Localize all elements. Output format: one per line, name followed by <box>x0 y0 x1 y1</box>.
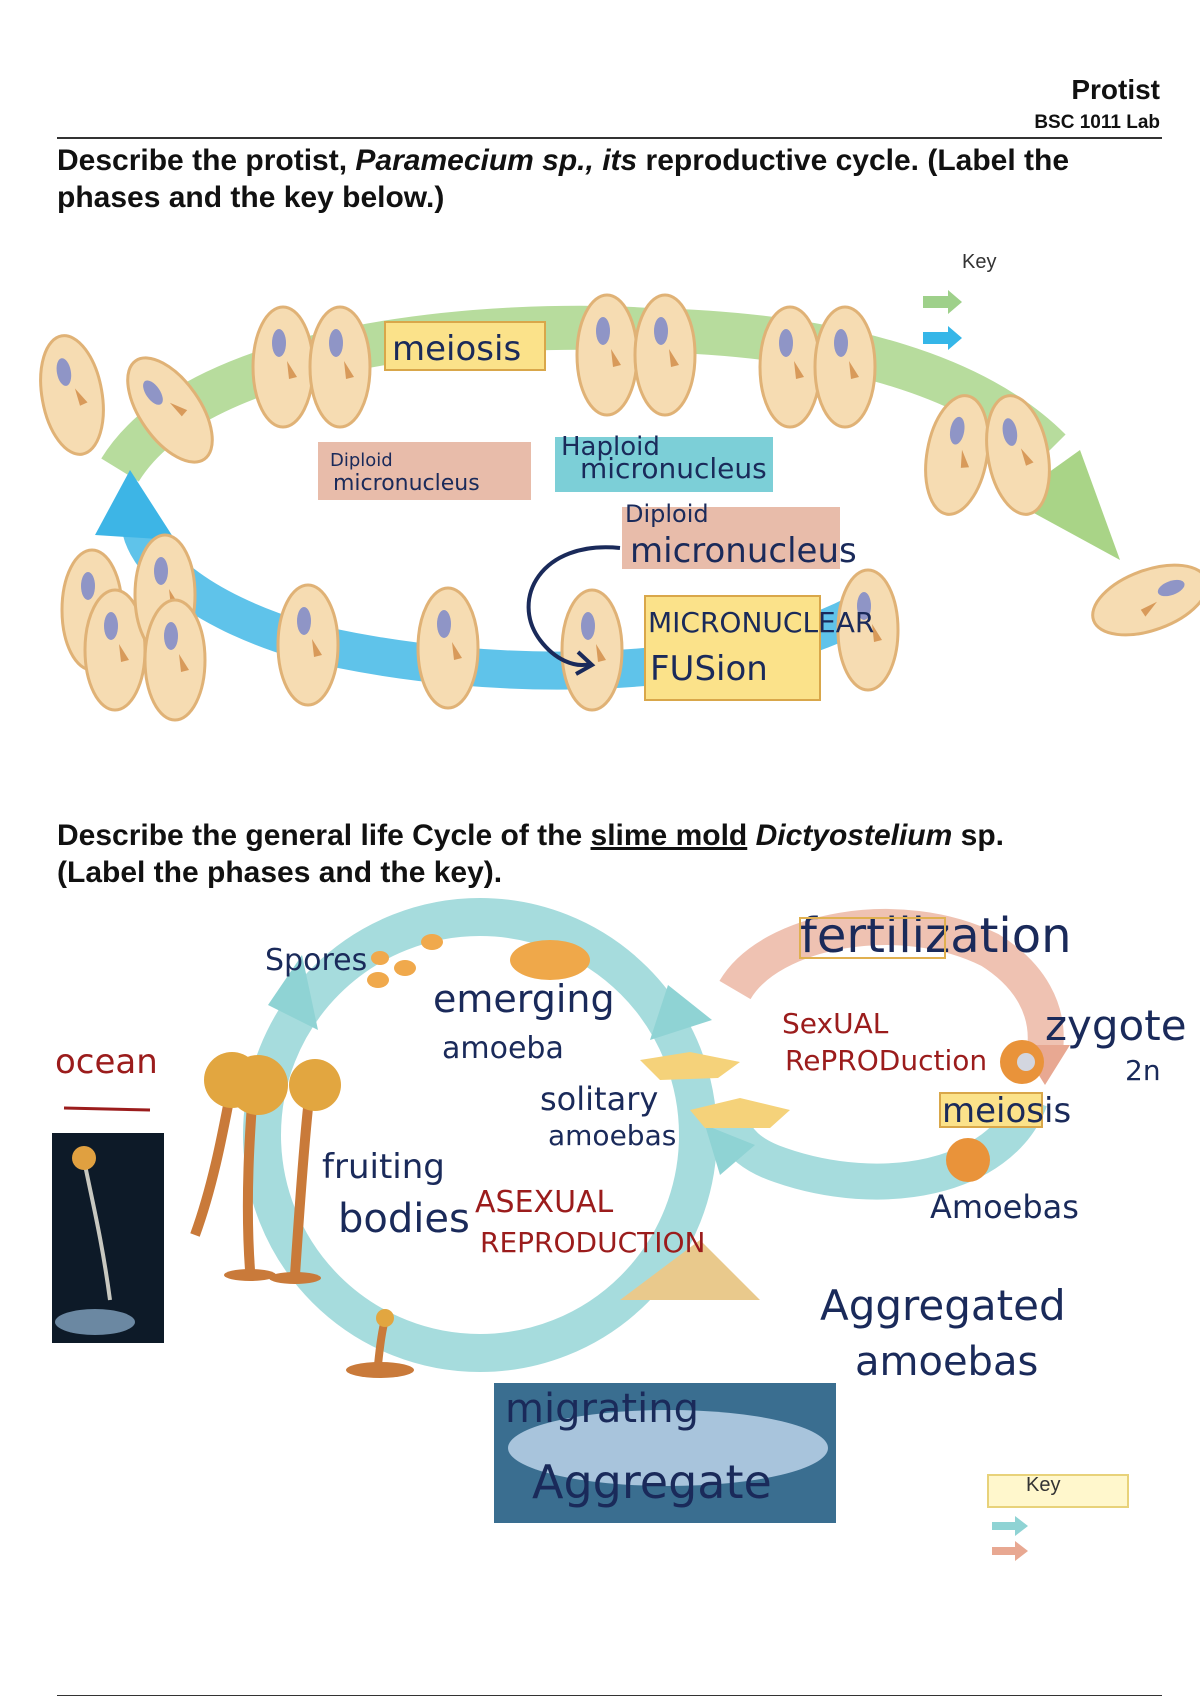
migrating-label: migrating <box>505 1386 699 1432</box>
ocean-label: ocean <box>55 1042 158 1082</box>
spores-cluster <box>367 934 443 988</box>
asexual-arrow-head-2 <box>650 985 712 1040</box>
diploid-label-2: Diploid <box>625 500 709 528</box>
diploid-label-1: Diploid <box>330 450 393 471</box>
paramecium-cell <box>575 293 639 417</box>
meiosis-label: meiosis <box>392 329 521 369</box>
fertilization-highlight <box>799 917 946 959</box>
haploid-box <box>555 437 773 492</box>
header-course: BSC 1011 Lab <box>1034 112 1160 133</box>
paramecium-cell <box>633 293 697 417</box>
green-arrow-head <box>1010 450 1120 560</box>
haploid-micronucleus-label: micronucleus <box>580 452 767 485</box>
ocean-photo-stalk <box>82 1159 112 1301</box>
emerging-label: emerging <box>433 977 615 1021</box>
paramecium-cell <box>758 305 822 429</box>
spores-label: Spores <box>265 943 367 978</box>
amoebas-label: Amoebas <box>930 1188 1079 1226</box>
sexual-arc-pink <box>719 909 1064 1053</box>
bottom-divider <box>57 1695 1162 1696</box>
meiosis-label-box <box>384 321 546 371</box>
paramecium-cycle: Key meiosis Diploid micronucleus Haploid… <box>30 251 1200 722</box>
ocean-photo-base <box>55 1309 135 1335</box>
paramecium-cell <box>251 305 315 429</box>
ocean-underline <box>63 1106 151 1112</box>
fruiting-bodies <box>190 1052 414 1378</box>
diploid-box-2 <box>622 507 840 569</box>
slime-key-box <box>987 1474 1129 1508</box>
fusion-arrow-tip <box>575 650 596 676</box>
asexual-label: ASEXUAL <box>475 1185 614 1220</box>
emerging-amoeba-shape <box>510 940 590 980</box>
meiosis-label-2: meiosis <box>942 1091 1071 1131</box>
ocean-photo <box>52 1133 164 1343</box>
zygote-label: zygote <box>1045 1001 1187 1050</box>
aggregated-amoebas-label: amoebas <box>855 1339 1038 1385</box>
asexual-reproduction-label: REPRODUCTION <box>480 1226 705 1259</box>
fusion-curved-arrow <box>526 545 621 667</box>
paramecium-cell <box>308 305 372 429</box>
paramecium-cell <box>30 329 114 461</box>
paramecium-cell <box>1081 549 1200 651</box>
slime-key-label: Key <box>1026 1474 1060 1496</box>
bodies-label: bodies <box>338 1196 470 1242</box>
paramecium-cell <box>143 598 207 722</box>
micronucleus-label-2: micronucleus <box>630 531 857 571</box>
paramecium-key-label: Key <box>962 251 996 273</box>
zygote-nucleus <box>1017 1053 1035 1071</box>
paramecium-cell <box>416 586 480 710</box>
micronuclear-label: MICRONUCLEAR <box>648 606 874 639</box>
header-divider <box>57 137 1162 139</box>
fusion-box <box>644 595 821 701</box>
paramecium-cell <box>276 583 340 707</box>
asexual-arrow-head-1 <box>268 955 318 1030</box>
solitary-label: solitary <box>540 1080 658 1118</box>
fertilization-label: fertilization <box>800 908 1072 964</box>
solitary-amoebas-label: amoebas <box>548 1119 676 1152</box>
paramecium-cell <box>813 305 877 429</box>
question-paramecium: Describe the protist, Paramecium sp., it… <box>57 144 1070 214</box>
emerging-amoeba-label: amoeba <box>442 1031 564 1066</box>
aggregated-label: Aggregated <box>820 1281 1066 1330</box>
ocean-photo-sorocarp <box>72 1146 96 1170</box>
sexual-arrow-head-teal <box>705 1125 755 1175</box>
header-title: Protist <box>1071 74 1160 105</box>
aggregate-label: Aggregate <box>532 1455 772 1509</box>
fusion-label: FUSion <box>650 649 768 689</box>
question-slime-mold: Describe the general life Cycle of the s… <box>57 819 1004 889</box>
key-blue-arrow <box>923 326 962 350</box>
micronucleus-label-1: micronucleus <box>333 471 480 496</box>
key-pink-arrow <box>992 1541 1028 1561</box>
amoeba-after-meiosis <box>946 1138 990 1182</box>
meiosis-highlight <box>939 1092 1043 1128</box>
aggregate-mound <box>620 1240 760 1300</box>
sexual-reproduction-label: RePRODuction <box>785 1044 987 1077</box>
haploid-label: Haploid <box>561 432 660 462</box>
key-teal-arrow <box>992 1516 1028 1536</box>
asexual-cycle-ring <box>243 898 717 1372</box>
solitary-amoeba <box>640 1052 740 1080</box>
migrating-slug <box>508 1410 828 1486</box>
slime-mold-cycle: Spores emerging amoeba solitary amoebas … <box>52 898 1187 1561</box>
fruiting-label: fruiting <box>322 1147 445 1187</box>
paramecium-cell <box>560 588 624 712</box>
diploid-box-1 <box>318 442 531 500</box>
zygote-ploidy-label: 2n <box>1125 1054 1161 1087</box>
sexual-label: SexUAL <box>782 1007 889 1040</box>
key-green-arrow <box>923 290 962 314</box>
solitary-amoeba <box>690 1098 790 1128</box>
blue-arrow-head <box>95 470 175 540</box>
